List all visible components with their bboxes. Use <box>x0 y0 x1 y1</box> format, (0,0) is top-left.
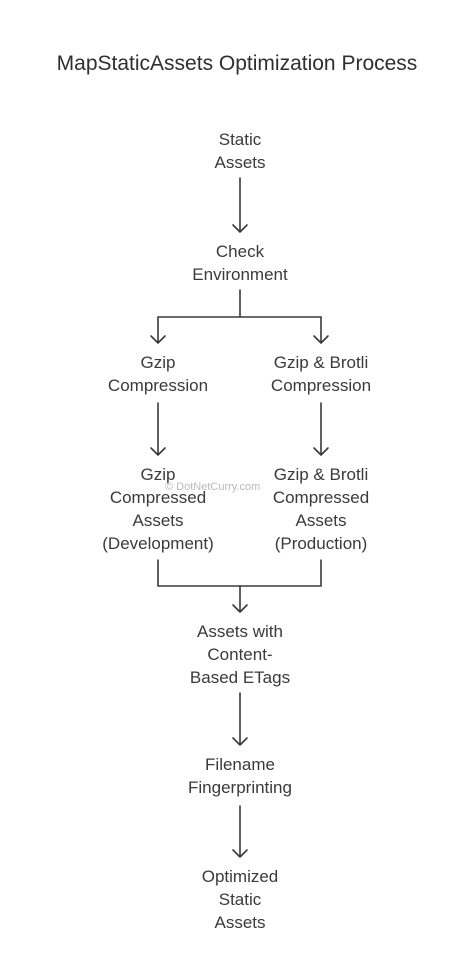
node-gzip-brotli-compression: Gzip & Brotli Compression <box>270 353 372 395</box>
arrow-to-gzip-brotli <box>313 316 329 344</box>
node-gzip-compression: Gzip Compression <box>107 353 209 395</box>
arrow-etags-to-fingerprint <box>232 692 248 746</box>
node-filename-fingerprinting: Filename Fingerprinting <box>188 755 292 797</box>
split-check-env <box>157 289 322 318</box>
node-check-environment: Check Environment <box>192 242 288 284</box>
arrow-static-to-check <box>232 177 248 233</box>
arrow-brotli-to-compressed <box>313 402 329 456</box>
node-assets-with-etags: Assets with Content- Based ETags <box>189 622 291 687</box>
arrow-merge-to-etags <box>232 585 248 613</box>
node-static-assets: Static Assets <box>214 130 266 172</box>
arrow-gzip-to-compressed <box>150 402 166 456</box>
diagram-title: MapStaticAssets Optimization Process <box>56 52 418 75</box>
node-gzip-brotli-compressed-assets: Gzip & Brotli Compressed Assets (Product… <box>272 465 370 553</box>
node-gzip-compressed-assets: Gzip Compressed Assets (Development) <box>102 465 214 553</box>
merge-compressed-assets <box>157 559 322 587</box>
arrow-to-gzip <box>150 316 166 344</box>
arrow-fingerprint-to-optimized <box>232 805 248 858</box>
watermark: © DotNetCurry.com <box>165 481 261 493</box>
node-optimized-static-assets: Optimized Static Assets <box>201 867 279 932</box>
